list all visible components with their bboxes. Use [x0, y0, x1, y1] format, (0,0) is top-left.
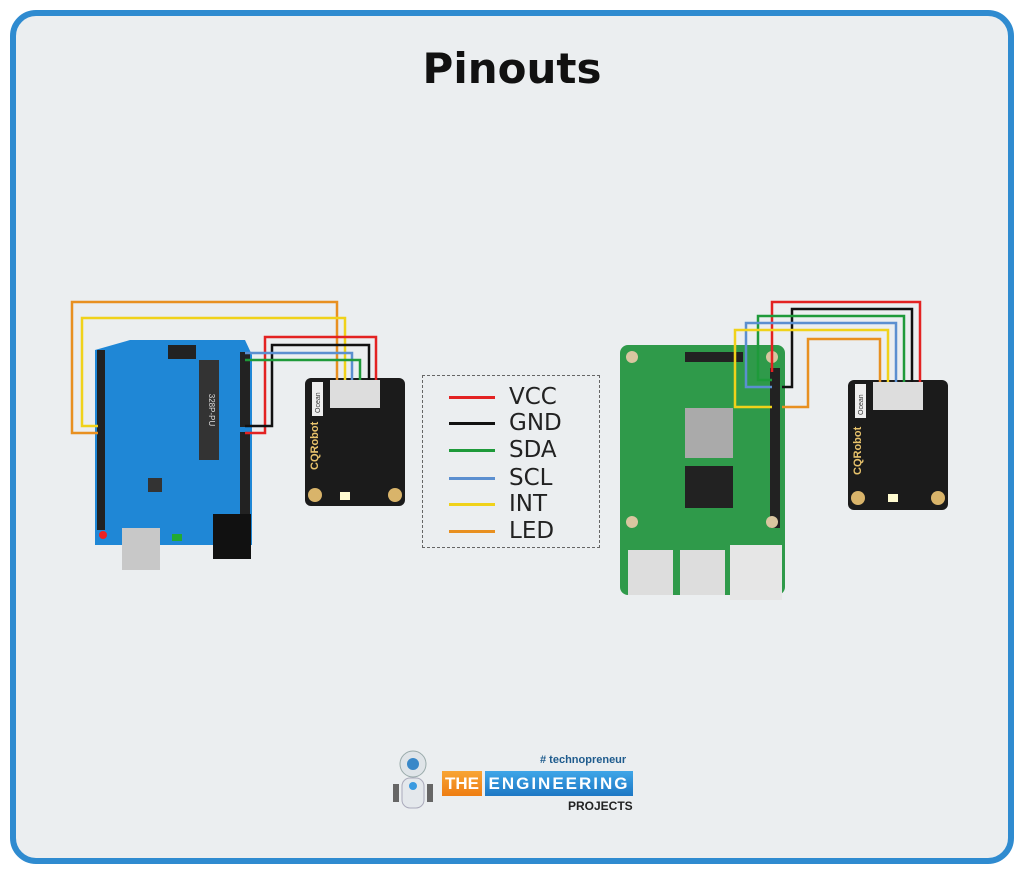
- wire-color-legend: VCC GND SDA SCL INT LED: [422, 375, 600, 548]
- wire-int: [80, 316, 347, 428]
- wire-led: [782, 337, 882, 409]
- legend-label: SCL: [509, 465, 553, 491]
- robot-mascot-icon: [393, 750, 433, 809]
- engineering-projects-logo: # technopreneur THE ENGINEERING PROJECTS: [388, 744, 638, 824]
- legend-item-int: INT: [449, 491, 547, 517]
- legend-item-sda: SDA: [449, 437, 557, 463]
- raspberry-pi-board: [620, 345, 785, 600]
- legend-item-gnd: GND: [449, 410, 562, 436]
- legend-label: GND: [509, 410, 562, 436]
- wire-vcc: [770, 300, 922, 382]
- sensor-brand: CQRobot: [852, 426, 864, 475]
- logo-projects: PROJECTS: [568, 799, 633, 813]
- legend-swatch: [449, 421, 495, 425]
- connector-label: Ocean: [858, 394, 865, 415]
- wire-gnd: [782, 307, 914, 389]
- wire-gnd: [245, 343, 371, 428]
- page-title: Pinouts: [422, 44, 602, 93]
- wire-scl: [245, 351, 354, 380]
- sensor-module-left: Ocean CQRobot: [305, 378, 405, 506]
- legend-item-led: LED: [449, 518, 554, 544]
- legend-label: LED: [509, 518, 555, 544]
- legend-swatch: [449, 502, 495, 506]
- arduino-board: 328P-PU: [95, 340, 252, 570]
- wire-sda: [245, 358, 362, 380]
- sensor-brand: CQRobot: [309, 421, 321, 470]
- sensor-module-right: Ocean CQRobot: [848, 380, 948, 510]
- legend-item-vcc: VCC: [449, 384, 557, 410]
- wire-sda: [756, 314, 906, 382]
- legend-label: VCC: [509, 384, 557, 410]
- wire-vcc: [245, 335, 378, 435]
- logo-the: THE: [442, 771, 482, 796]
- legend-swatch: [449, 529, 495, 533]
- wire-int: [733, 328, 890, 409]
- legend-label: INT: [509, 491, 548, 517]
- chip-label: 328P-PU: [207, 394, 216, 427]
- connector-label: Ocean: [315, 392, 322, 413]
- wire-scl: [744, 321, 898, 389]
- legend-swatch: [449, 395, 495, 399]
- legend-label: SDA: [509, 437, 557, 463]
- legend-item-scl: SCL: [449, 465, 552, 491]
- arduino-wires: [70, 300, 378, 435]
- legend-swatch: [449, 448, 495, 452]
- legend-swatch: [449, 476, 495, 480]
- wire-led: [70, 300, 339, 435]
- logo-tagline: # technopreneur: [540, 754, 627, 766]
- rpi-wires: [733, 300, 922, 409]
- logo-engineering: ENGINEERING: [485, 771, 633, 796]
